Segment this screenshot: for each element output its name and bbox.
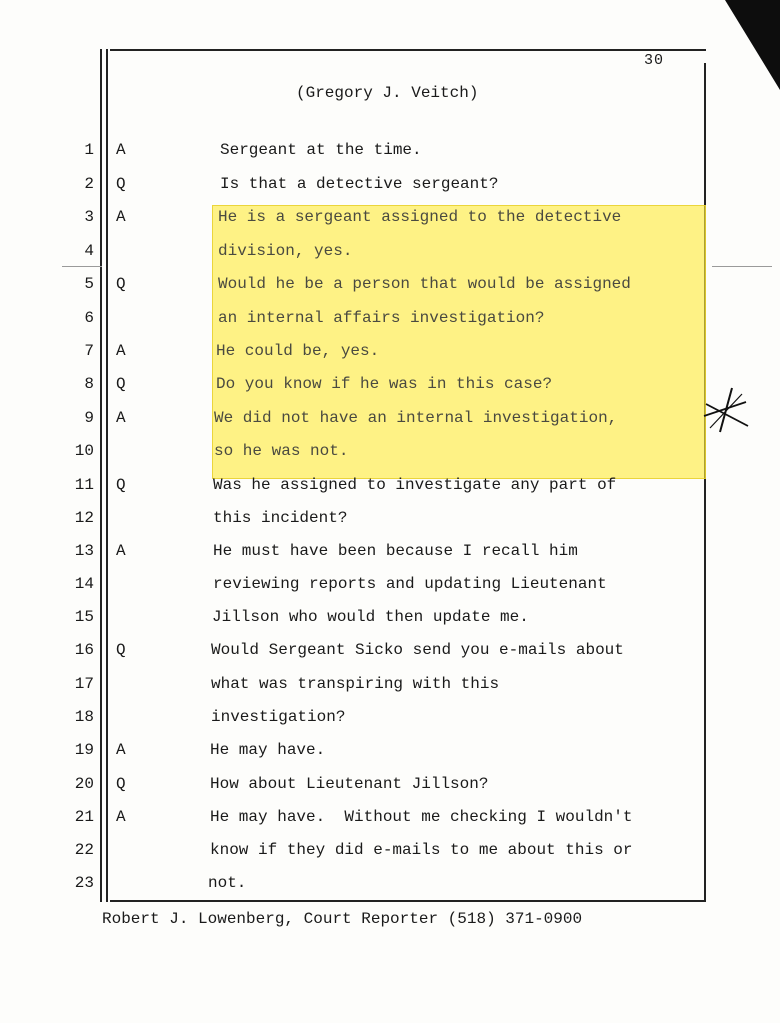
qa-marker: A (116, 409, 126, 427)
line-number: 3 (84, 208, 94, 226)
frame-top-rule (110, 49, 706, 51)
line-number: 18 (74, 708, 94, 726)
qa-marker: A (116, 542, 126, 560)
line-number: 6 (84, 309, 94, 327)
transcript-text: not. (208, 874, 247, 892)
frame-left-rule-inner (106, 49, 108, 902)
line-number: 11 (74, 476, 94, 494)
transcript-text: what was transpiring with this (211, 675, 500, 693)
folded-corner (725, 0, 780, 90)
line-number: 7 (84, 342, 94, 360)
transcript-text: Is that a detective sergeant? (220, 175, 499, 193)
yellow-highlight (212, 205, 706, 479)
witness-header: (Gregory J. Veitch) (296, 84, 479, 102)
transcript-text: Would Sergeant Sicko send you e-mails ab… (211, 641, 624, 659)
qa-marker: Q (116, 275, 126, 293)
star-mark-icon (703, 387, 749, 433)
qa-marker: Q (116, 775, 126, 793)
transcript-text: this incident? (213, 509, 348, 527)
transcript-text: an internal affairs investigation? (218, 309, 545, 327)
line-number: 16 (74, 641, 94, 659)
transcript-text: He must have been because I recall him (213, 542, 578, 560)
transcript-text: reviewing reports and updating Lieutenan… (213, 575, 607, 593)
transcript-text: know if they did e-mails to me about thi… (210, 841, 633, 859)
line-number: 4 (84, 242, 94, 260)
qa-marker: Q (116, 476, 126, 494)
transcript-text: Do you know if he was in this case? (216, 375, 553, 393)
qa-marker: A (116, 342, 126, 360)
line-number: 21 (74, 808, 94, 826)
line-number: 23 (74, 874, 94, 892)
transcript-text: He may have. (210, 741, 326, 759)
line-number: 12 (74, 509, 94, 527)
line-number: 5 (84, 275, 94, 293)
transcript-text: He could be, yes. (216, 342, 380, 360)
line-number: 15 (74, 608, 94, 626)
scan-artifact (62, 266, 102, 267)
qa-marker: Q (116, 375, 126, 393)
line-number: 13 (74, 542, 94, 560)
transcript-text: Was he assigned to investigate any part … (213, 476, 617, 494)
frame-bottom-rule (110, 900, 706, 902)
line-number: 10 (74, 442, 94, 460)
line-number: 2 (84, 175, 94, 193)
line-number: 22 (74, 841, 94, 859)
transcript-text: Jillson who would then update me. (212, 608, 529, 626)
transcript-text: He may have. Without me checking I would… (210, 808, 633, 826)
page-number: 30 (644, 52, 665, 69)
transcript-text: so he was not. (214, 442, 349, 460)
transcript-text: Would he be a person that would be assig… (218, 275, 631, 293)
transcript-text: Sergeant at the time. (220, 141, 422, 159)
qa-marker: Q (116, 175, 126, 193)
line-number: 9 (84, 409, 94, 427)
qa-marker: A (116, 741, 126, 759)
transcript-text: We did not have an internal investigatio… (214, 409, 618, 427)
qa-marker: A (116, 808, 126, 826)
line-number: 8 (84, 375, 94, 393)
transcript-text: He is a sergeant assigned to the detecti… (218, 208, 622, 226)
frame-right-rule (704, 63, 706, 902)
frame-left-rule (100, 49, 102, 902)
court-reporter-footer: Robert J. Lowenberg, Court Reporter (518… (102, 910, 583, 928)
transcript-text: How about Lieutenant Jillson? (210, 775, 489, 793)
line-number: 17 (74, 675, 94, 693)
transcript-text: investigation? (211, 708, 346, 726)
line-number: 19 (74, 741, 94, 759)
scan-artifact (712, 266, 772, 267)
qa-marker: A (116, 208, 126, 226)
qa-marker: Q (116, 641, 126, 659)
qa-marker: A (116, 141, 126, 159)
line-number: 1 (84, 141, 94, 159)
line-number: 14 (74, 575, 94, 593)
line-number: 20 (74, 775, 94, 793)
transcript-text: division, yes. (218, 242, 353, 260)
